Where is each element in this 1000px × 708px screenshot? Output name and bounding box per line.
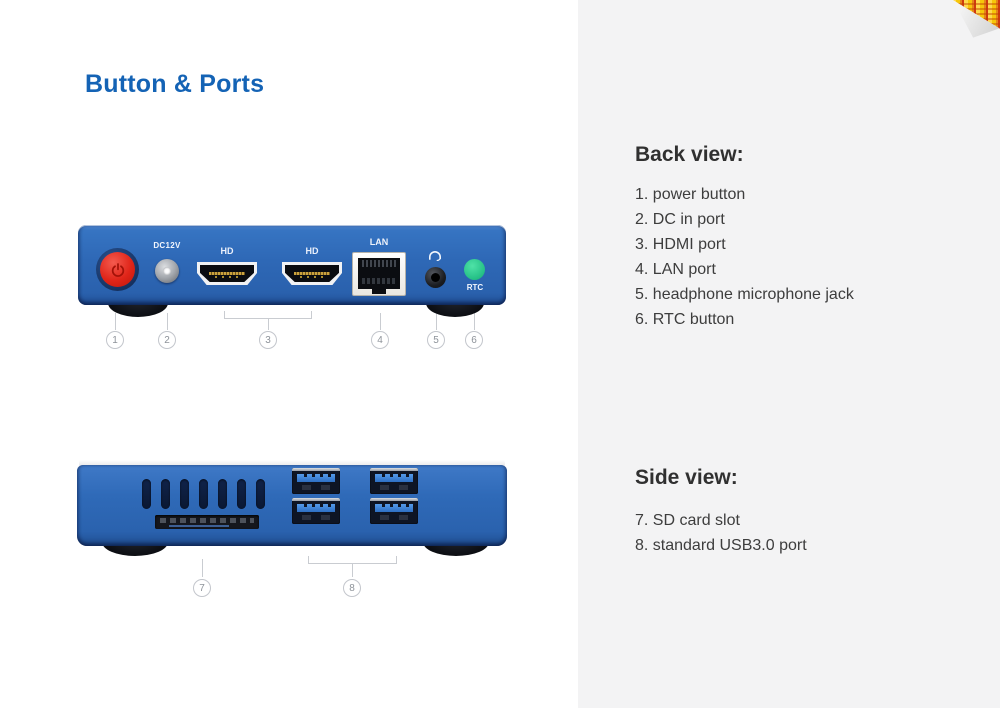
hdmi-port-2 (282, 262, 342, 285)
vent-slot (142, 479, 151, 509)
headphone-jack (425, 267, 446, 288)
back-view-heading: Back view: (635, 143, 744, 166)
usb3-port-1 (292, 468, 340, 494)
power-button-ring (96, 248, 139, 291)
headphone-jack-hole (431, 273, 440, 282)
callout-number-7: 7 (193, 579, 211, 597)
callout-line-5 (436, 313, 437, 330)
headphone-icon (429, 251, 441, 262)
lan-teeth (362, 278, 396, 284)
list-item: 8. standard USB3.0 port (635, 537, 807, 554)
back-panel: DC12V HD HD LAN (78, 225, 506, 305)
callout-number-2: 2 (158, 331, 176, 349)
hdmi1-label: HD (220, 246, 234, 256)
vent-slot (237, 479, 246, 509)
lan-pins (362, 260, 396, 267)
side-view-image (77, 458, 507, 558)
side-panel (77, 465, 507, 546)
back-view-list: 1. power button 2. DC in port 3. HDMI po… (635, 182, 854, 332)
lan-port (352, 252, 406, 296)
hdmi-socket (285, 265, 339, 282)
hdmi-port-1 (197, 262, 257, 285)
hdmi-pins (209, 272, 245, 275)
callout-line-2 (167, 313, 168, 330)
vent-slot (218, 479, 227, 509)
list-item: 1. power button (635, 186, 746, 203)
hdmi-socket (200, 265, 254, 282)
hdmi-contacts (215, 276, 239, 278)
callout-line-1 (115, 313, 116, 330)
hdmi-contacts (300, 276, 324, 278)
dc-in-port (155, 259, 179, 283)
page-title: Button & Ports (85, 70, 265, 98)
lan-clip-notch (372, 287, 386, 294)
usb3-port-3 (292, 498, 340, 524)
case-top-edge (79, 458, 505, 467)
vent-slot (180, 479, 189, 509)
lan-socket (358, 258, 400, 289)
list-item: 3. HDMI port (635, 236, 726, 253)
hdmi-pins (294, 272, 330, 275)
list-item: 2. DC in port (635, 211, 725, 228)
callout-number-8: 8 (343, 579, 361, 597)
usb3-port-2 (370, 468, 418, 494)
hdmi2-label: HD (305, 246, 319, 256)
list-item: 6. RTC button (635, 311, 735, 328)
power-button (100, 252, 135, 287)
list-item: 5. headphone microphone jack (635, 286, 854, 303)
back-view-image: DC12V HD HD LAN (78, 225, 506, 320)
callout-number-1: 1 (106, 331, 124, 349)
vent-slot (199, 479, 208, 509)
rtc-label: RTC (466, 283, 484, 292)
callout-bracket-3 (224, 311, 312, 330)
sd-card-edge (169, 525, 229, 527)
vent-slot (256, 479, 265, 509)
rtc-button (464, 259, 485, 280)
callout-number-4: 4 (371, 331, 389, 349)
callout-bracket-8 (308, 556, 397, 580)
power-icon (111, 262, 124, 277)
usb3-port-4 (370, 498, 418, 524)
side-view-heading: Side view: (635, 466, 738, 489)
page-curl-icon (944, 0, 1000, 40)
sd-card-slot (155, 515, 259, 529)
side-view-list: 7. SD card slot 8. standard USB3.0 port (635, 508, 807, 558)
callout-line-6 (474, 313, 475, 330)
list-item: 7. SD card slot (635, 512, 740, 529)
vent-slot (161, 479, 170, 509)
dc-in-pin (163, 267, 171, 275)
dc-port-label: DC12V (153, 241, 181, 250)
callout-line-7 (202, 559, 203, 577)
callout-number-6: 6 (465, 331, 483, 349)
lan-port-label: LAN (369, 237, 389, 247)
callout-number-5: 5 (427, 331, 445, 349)
callout-number-3: 3 (259, 331, 277, 349)
callout-line-4 (380, 313, 381, 330)
info-panel (578, 0, 1000, 708)
sd-card-contacts (160, 518, 254, 523)
list-item: 4. LAN port (635, 261, 716, 278)
